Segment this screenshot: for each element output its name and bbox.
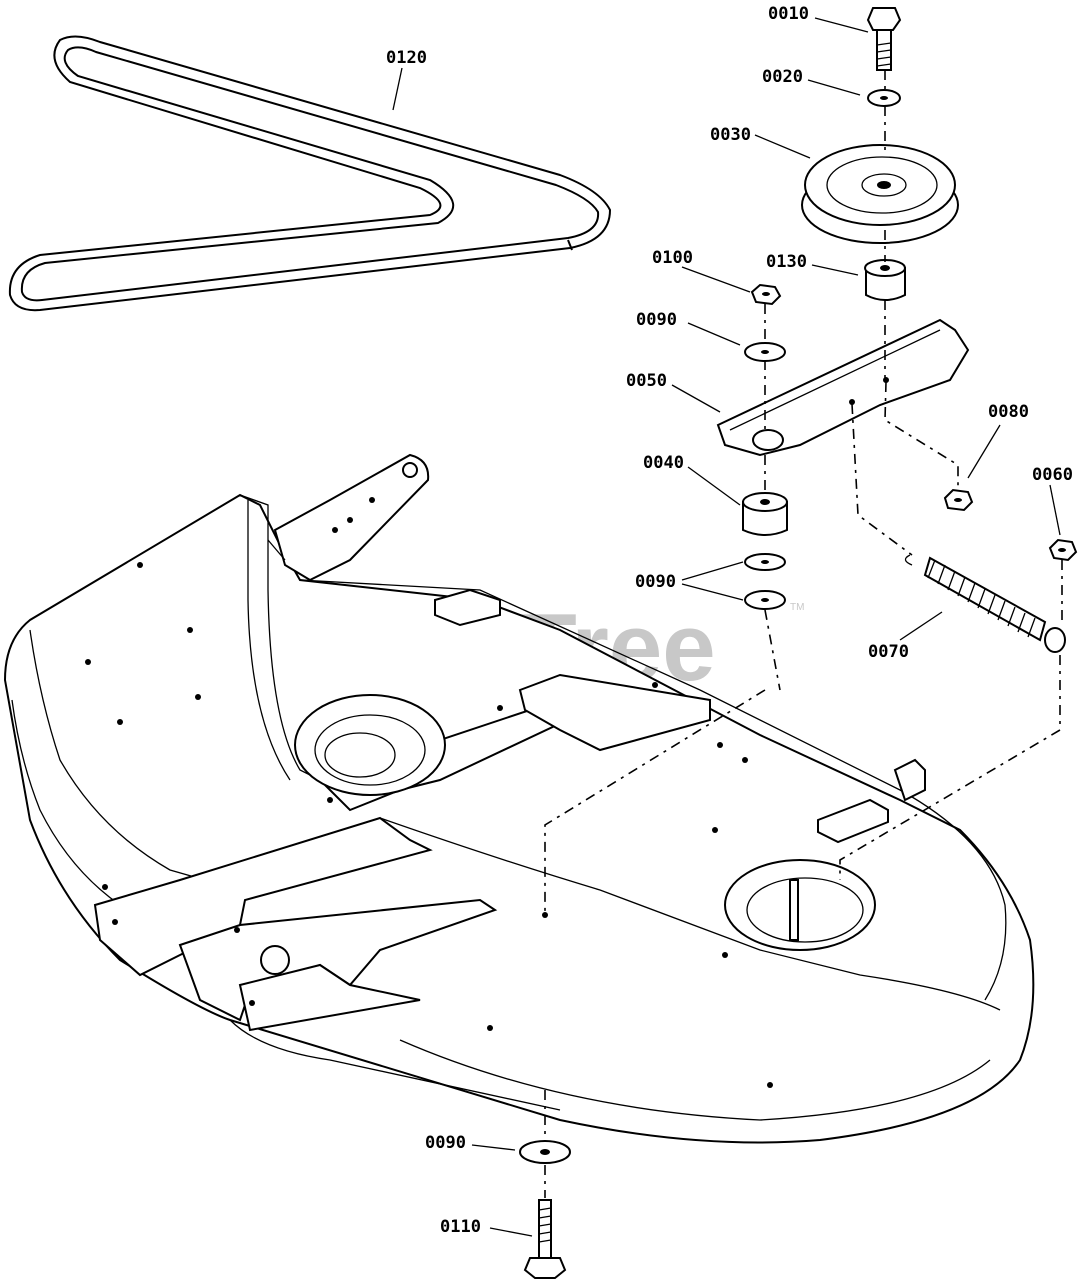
label-0050: 0050 xyxy=(626,371,667,391)
label-0120: 0120 xyxy=(386,48,427,68)
label-0090-middle: 0090 xyxy=(635,572,676,592)
bolt-0010 xyxy=(866,7,902,71)
label-0080: 0080 xyxy=(988,402,1029,422)
nut-0100 xyxy=(750,283,782,306)
idler-arm-0050 xyxy=(716,318,970,457)
label-0070: 0070 xyxy=(868,642,909,662)
spacer-0040 xyxy=(742,492,788,536)
label-0090-lower: 0090 xyxy=(425,1133,466,1153)
nut-0060 xyxy=(1048,538,1078,562)
spacer-0130 xyxy=(864,259,906,301)
label-0110: 0110 xyxy=(440,1217,481,1237)
idler-pulley-0030 xyxy=(801,144,959,244)
label-0090-upper: 0090 xyxy=(636,310,677,330)
extension-spring-0070 xyxy=(904,554,1066,653)
nut-0080 xyxy=(943,488,974,512)
bolt-0110 xyxy=(523,1199,567,1279)
drive-belt xyxy=(8,35,612,312)
assembly-centerlines xyxy=(544,70,1063,1198)
label-0030: 0030 xyxy=(710,125,751,145)
label-0010: 0010 xyxy=(768,4,809,24)
label-0020: 0020 xyxy=(762,67,803,87)
leader-lines xyxy=(392,17,1061,1237)
label-0060: 0060 xyxy=(1032,465,1073,485)
watermark-trademark: TM xyxy=(790,602,804,613)
mower-deck xyxy=(3,453,1035,1144)
label-0130: 0130 xyxy=(766,252,807,272)
label-0040: 0040 xyxy=(643,453,684,473)
label-0100: 0100 xyxy=(652,248,693,268)
